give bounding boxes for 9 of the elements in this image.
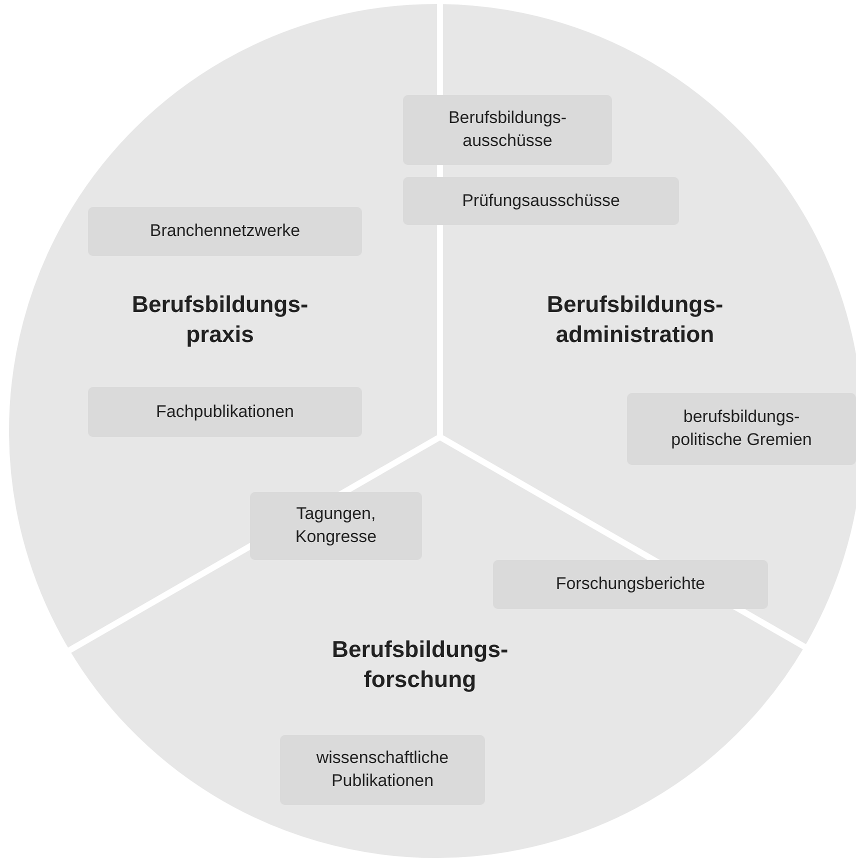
topic-box: Berufsbildungs- ausschüsse — [403, 95, 612, 165]
topic-box: berufsbildungs- politische Gremien — [627, 393, 856, 465]
sector-heading: Berufsbildungs- administration — [546, 290, 724, 349]
topic-box: Prüfungsausschüsse — [403, 177, 679, 225]
topic-box: Fachpublikationen — [88, 387, 362, 437]
topic-box: Branchennetzwerke — [88, 207, 362, 256]
sector-heading: Berufsbildungs- praxis — [130, 290, 310, 349]
topic-box: wissenschaftliche Publikationen — [280, 735, 485, 805]
sector-heading: Berufsbildungs- forschung — [330, 635, 510, 694]
